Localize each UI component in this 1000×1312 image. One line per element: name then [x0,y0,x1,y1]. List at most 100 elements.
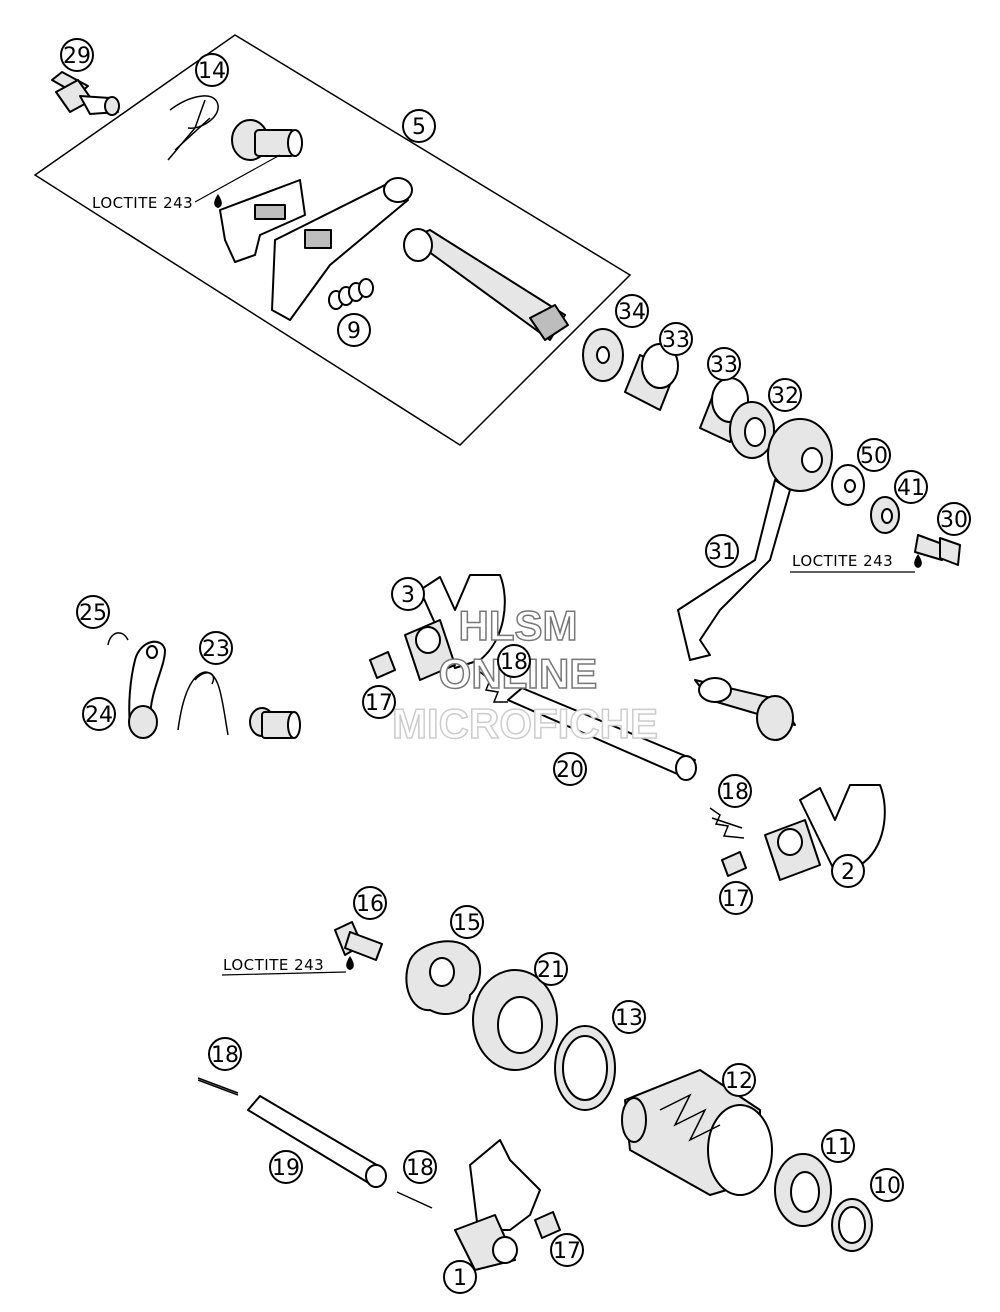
callout-c21: 21 [534,952,568,986]
part-31-shift-lever [677,418,833,741]
callout-number: 18 [500,650,528,675]
callout-circle [269,1150,303,1184]
callout-circle [337,313,371,347]
callout-circle [612,1000,646,1034]
callout-circle [659,322,693,356]
callout-c12: 12 [722,1063,756,1097]
part-16-bolt [334,921,383,961]
callout-c15: 15 [450,905,484,939]
part-29-bolt [51,71,120,116]
callout-circle [705,534,739,568]
callout-circle [402,109,436,143]
part-9-washers [328,278,374,310]
part-pivot-bolt [249,707,301,739]
callout-c13: 13 [612,1000,646,1034]
drop-icon [214,194,222,208]
part-33-bushing-a [624,343,679,411]
callout-circle [362,685,396,719]
callout-c1: 1 [443,1260,477,1294]
callout-circle [894,470,928,504]
callout-circle [719,881,753,915]
callout-number: 1 [453,1266,467,1291]
callout-circle [553,752,587,786]
loctite-leader-line-1 [194,154,281,203]
callout-c5: 5 [402,109,436,143]
svg-text:MICROFICHE: MICROFICHE [392,700,658,747]
callout-c24: 24 [82,697,116,731]
callout-circle [821,1129,855,1163]
callout-c10: 10 [870,1168,904,1202]
callout-number: 12 [725,1069,753,1094]
callout-number: 21 [537,958,565,983]
callout-number: 18 [406,1156,434,1181]
part-50-washer [831,464,865,506]
callout-circle [497,644,531,678]
callout-number: 15 [453,911,481,936]
part-stud [231,119,303,161]
part-1-shift-fork [454,1139,541,1271]
part-shift-shaft [403,228,569,341]
callout-number: 24 [85,703,113,728]
callout-c29: 29 [60,38,94,72]
callout-c33a: 33 [659,322,693,356]
part-11-bearing [774,1153,832,1227]
callout-circle [443,1260,477,1294]
callout-circle [870,1168,904,1202]
callout-c30: 30 [937,502,971,536]
part-17-pin-a [369,651,396,679]
callout-c32: 32 [768,378,802,412]
callout-c34: 34 [615,294,649,328]
callout-number: 50 [860,444,888,469]
callout-labels: 2914593433333250413031252324318172018217… [60,38,971,1294]
callout-c17a: 17 [362,685,396,719]
callout-number: 41 [897,476,925,501]
callout-number: 25 [79,601,107,626]
part-18-spring-d [396,1191,433,1209]
callout-circle [857,438,891,472]
callout-number: 10 [873,1174,901,1199]
callout-number: 9 [347,319,361,344]
callout-number: 31 [708,540,736,565]
part-14-spring [167,95,219,161]
assembly-5-outline [33,34,632,446]
callout-circle [60,38,94,72]
part-15-shift-star [405,940,482,1015]
callout-circle [208,1037,242,1071]
callout-number: 33 [662,328,690,353]
part-shift-lever-plate [271,177,413,321]
callout-number: 14 [198,59,226,84]
callout-circle [534,952,568,986]
callout-number: 18 [211,1043,239,1068]
part-18-spring-c [197,1077,239,1096]
part-3-shift-fork [404,574,506,681]
callout-c31: 31 [705,534,739,568]
callout-circle [82,697,116,731]
loctite-note-2: LOCTITE 243 [792,552,922,570]
callout-number: 29 [63,44,91,69]
callout-c50: 50 [857,438,891,472]
callout-circle [937,502,971,536]
callout-c16: 16 [353,886,387,920]
part-18-spring-b [709,807,745,839]
callout-c3: 3 [391,577,425,611]
svg-text:HLSM: HLSM [459,602,578,649]
callout-c17c: 17 [550,1233,584,1267]
svg-text:LOCTITE 243: LOCTITE 243 [92,194,193,212]
loctite-note-1: LOCTITE 243 [92,194,222,212]
callout-c33b: 33 [707,347,741,381]
callout-number: 34 [618,300,646,325]
callout-number: 19 [272,1156,300,1181]
callout-number: 17 [553,1239,581,1264]
callout-c9: 9 [337,313,371,347]
drop-icon [346,956,354,970]
callout-circle [76,595,110,629]
part-41-lockwasher [870,496,900,534]
drop-icon [914,554,922,568]
part-34-washer [582,328,624,382]
callout-circle [707,347,741,381]
callout-circle [391,577,425,611]
loctite-leader-line-3 [221,971,347,976]
callout-number: 11 [824,1135,852,1160]
callout-c20: 20 [553,752,587,786]
